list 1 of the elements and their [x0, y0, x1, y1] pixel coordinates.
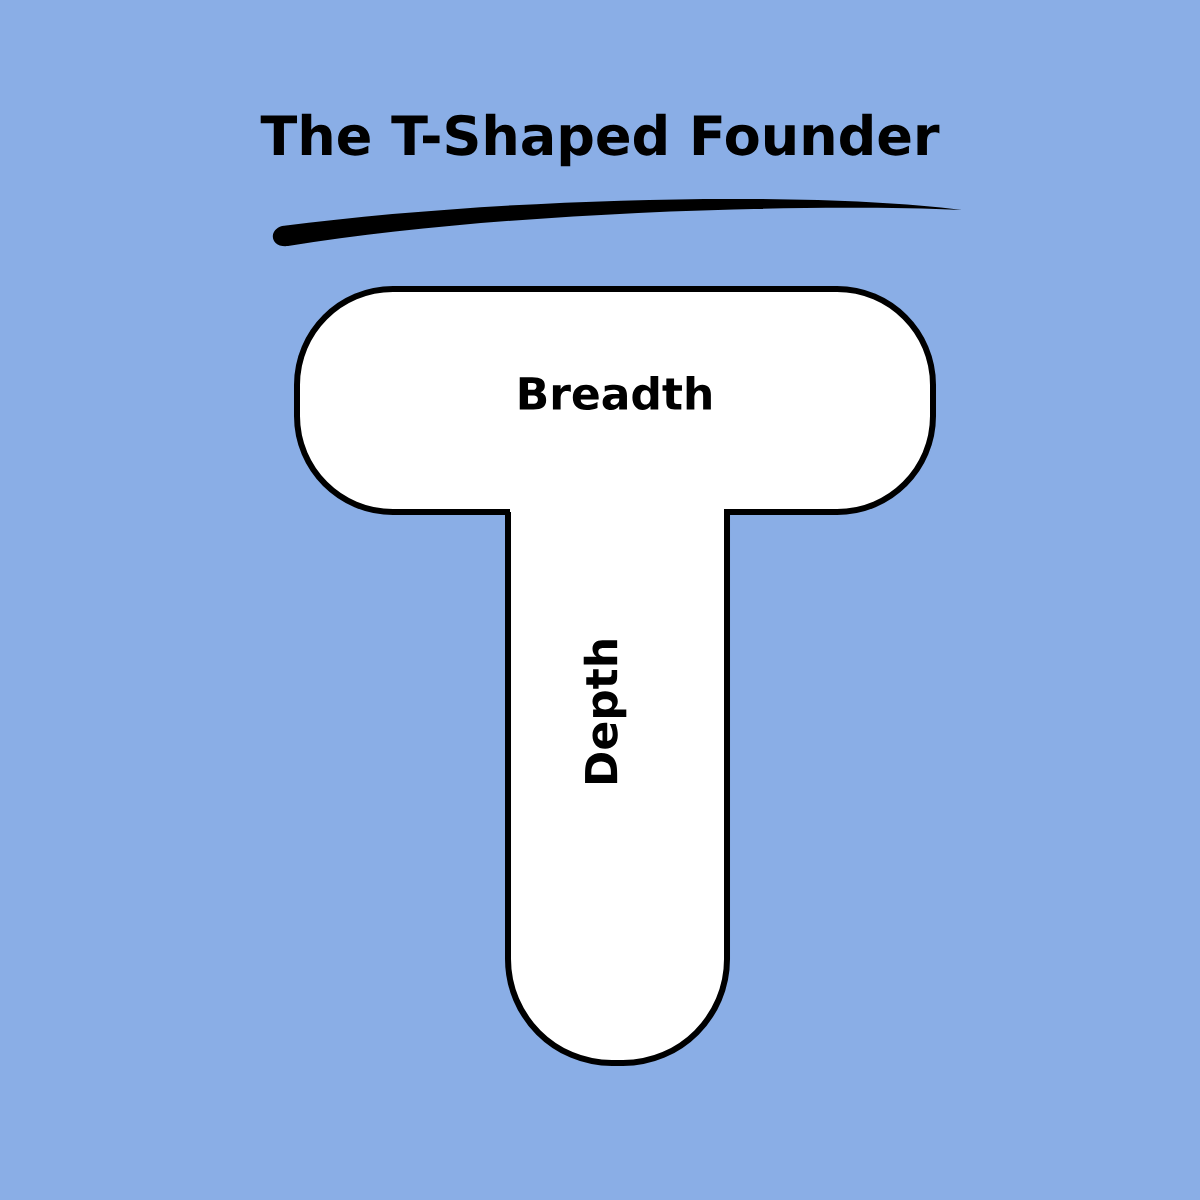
underlined-title: The T-Shaped Founder: [260, 113, 962, 247]
